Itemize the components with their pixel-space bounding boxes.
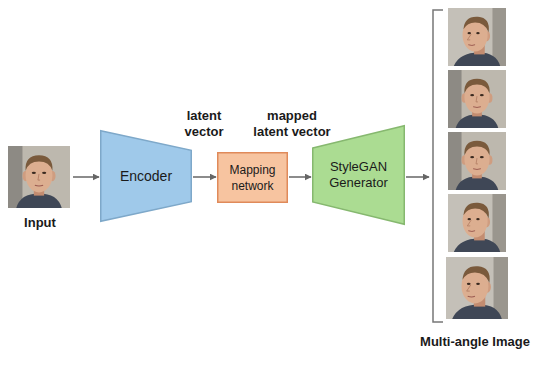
bracket <box>433 10 443 322</box>
arrow-connector <box>73 176 99 178</box>
output-photo <box>446 257 508 319</box>
edge-label: latent vector <box>179 108 229 140</box>
output-photo <box>448 70 506 128</box>
input-photo <box>8 146 70 208</box>
arrow-connector <box>289 176 311 178</box>
output-group: Multi-angle Image <box>430 5 540 350</box>
node-label: Mapping network <box>220 162 285 194</box>
shape-fill <box>313 126 405 225</box>
mapping-box: Mapping network <box>217 152 288 203</box>
arrow-connector <box>406 176 429 178</box>
edge-label: mapped latent vector <box>251 108 333 140</box>
output-photo <box>448 132 506 190</box>
output-photo <box>448 8 506 66</box>
encoder-trapezoid: Encoder <box>100 130 192 222</box>
shape-fill <box>101 131 192 222</box>
input-image: Input <box>8 143 72 231</box>
generator-trapezoid: StyleGAN Generator <box>312 125 405 225</box>
node-label: Encoder <box>120 168 172 184</box>
shape-outline <box>217 152 288 203</box>
output-photo <box>448 194 506 252</box>
image-caption: Input <box>8 215 72 231</box>
image-caption: Multi-angle Image <box>410 334 540 350</box>
shape-fill <box>218 153 288 203</box>
node-label: StyleGAN Generator <box>319 159 398 191</box>
arrow-connector <box>193 176 216 178</box>
